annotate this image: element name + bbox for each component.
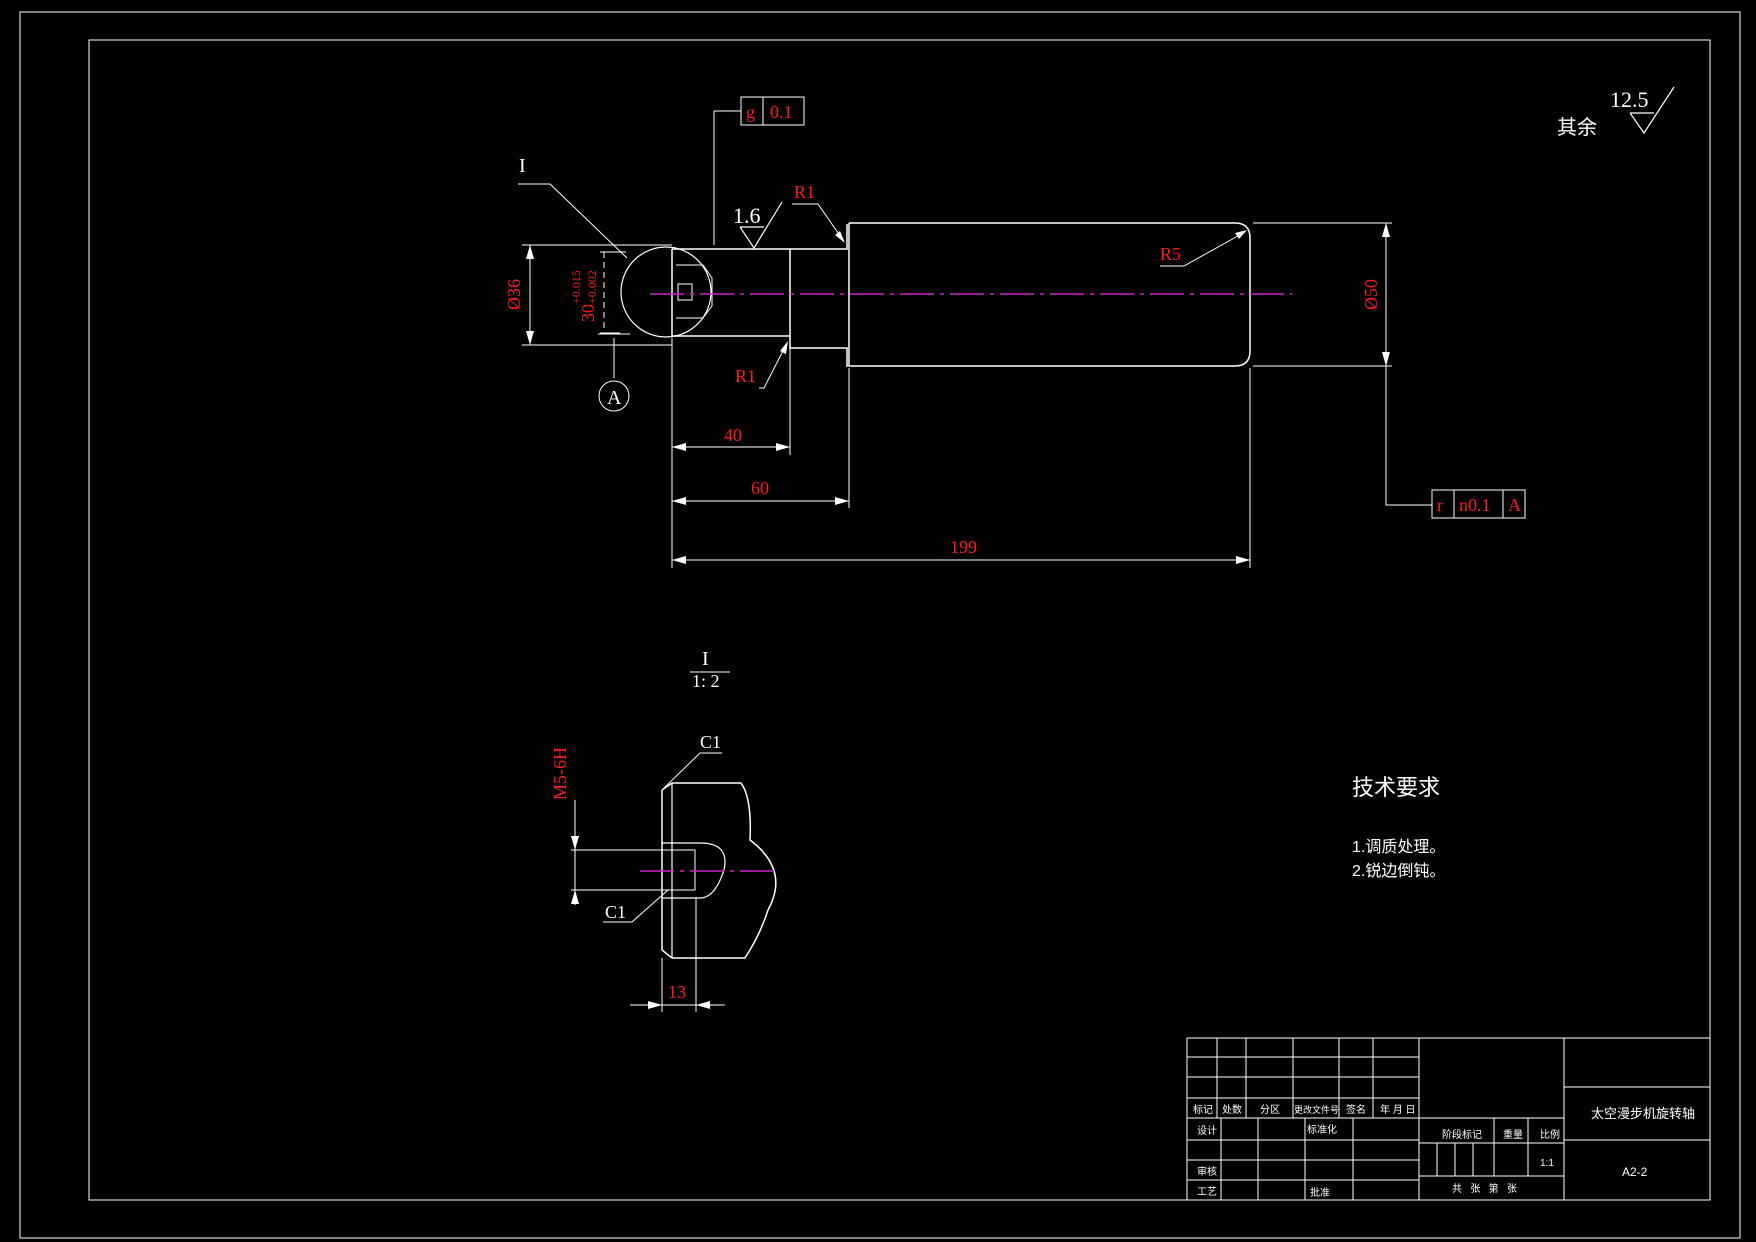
dia36-label: Ø36 bbox=[504, 279, 524, 310]
dia50-label: Ø50 bbox=[1361, 279, 1381, 310]
roughness-face-value: 1.6 bbox=[733, 203, 761, 228]
outer-frame bbox=[19, 11, 1741, 1239]
length-extension-lines bbox=[671, 338, 1251, 568]
tech-item-1: 1.调质处理。 bbox=[1352, 838, 1445, 856]
title-block-cols-upper bbox=[1216, 1038, 1420, 1200]
len199-label: 199 bbox=[950, 537, 977, 557]
tech-title: 技术要求 bbox=[1352, 775, 1440, 800]
small-shaft-outline bbox=[672, 248, 791, 337]
r5-arrow bbox=[1235, 230, 1247, 239]
tb-scale-value: 1:1 bbox=[1540, 1158, 1554, 1169]
r5-leader bbox=[1160, 231, 1246, 267]
drawing-title: 太空漫步机旋转轴 bbox=[1591, 1106, 1695, 1121]
r1-bottom-arrow bbox=[780, 341, 788, 354]
flatness-symbol: g bbox=[746, 102, 755, 122]
roughness-face-symbol-icon bbox=[739, 201, 783, 250]
runout-frame bbox=[1431, 489, 1526, 519]
roughness-rest-label: 其余 bbox=[1557, 116, 1597, 139]
chamfer-top-label: C1 bbox=[700, 732, 721, 752]
title-block-frame bbox=[1186, 1037, 1711, 1201]
dia50-extension-lines bbox=[1253, 222, 1392, 367]
title-block-rows bbox=[1187, 1056, 1419, 1181]
main-view: I Ø36 30 +0.015 +0.002 A g 0.1 1.6 R1 R1 bbox=[504, 96, 1526, 568]
bore-outline bbox=[676, 264, 713, 319]
bore-base-label: 30 bbox=[578, 304, 598, 322]
title-block: 太空漫步机旋转轴 A2-2 标记 处数 分区 更改文件号 签名 年 月 日 设计… bbox=[1186, 1037, 1711, 1201]
thread-label: M5-6H bbox=[550, 747, 570, 800]
len40-label: 40 bbox=[724, 425, 742, 445]
tb-sheets: 共 张 第 张 bbox=[1452, 1182, 1517, 1195]
bore-upper-tolerance: +0.015 bbox=[569, 270, 583, 304]
title-block-right-grid bbox=[1564, 1086, 1710, 1141]
chamfer-bottom-label: C1 bbox=[605, 902, 626, 922]
detail-circle bbox=[620, 246, 712, 338]
detail-scale: 1: 2 bbox=[692, 671, 720, 691]
title-block-middle-grid bbox=[1419, 1038, 1565, 1200]
drawing-number: A2-2 bbox=[1622, 1165, 1648, 1179]
dia36-extension-lines bbox=[522, 244, 672, 346]
runout-symbol: r bbox=[1437, 495, 1443, 515]
depth-arrows bbox=[648, 1001, 710, 1009]
tech-requirements: 技术要求 1.调质处理。 2.锐边倒钝。 bbox=[1352, 775, 1445, 880]
r1-bottom-leader bbox=[759, 344, 787, 389]
tb-design: 设计 bbox=[1197, 1124, 1217, 1137]
tb-sign: 签名 bbox=[1346, 1103, 1366, 1116]
tb-doc: 更改文件号 bbox=[1294, 1104, 1339, 1115]
thread-arrows bbox=[571, 836, 579, 904]
detail-view: I 1: 2 M5-6H C1 C1 13 bbox=[550, 648, 777, 1012]
title-block-cols-lower bbox=[1220, 1118, 1354, 1200]
runout-value: n0.1 bbox=[1459, 495, 1491, 515]
tb-count: 处数 bbox=[1222, 1103, 1242, 1116]
tech-item-2: 2.锐边倒钝。 bbox=[1352, 862, 1445, 880]
detail-name: I bbox=[702, 648, 709, 670]
thread-hole bbox=[677, 283, 693, 301]
runout-datum: A bbox=[1508, 495, 1521, 515]
datum-label: A bbox=[607, 387, 622, 409]
len40-arrows bbox=[672, 443, 790, 451]
r1-top-leader bbox=[792, 203, 844, 241]
r1-top-label: R1 bbox=[794, 182, 815, 202]
tb-weight: 重量 bbox=[1503, 1128, 1523, 1141]
bore-lower-tolerance: +0.002 bbox=[585, 270, 599, 304]
tb-standard: 标准化 bbox=[1307, 1123, 1337, 1136]
r1-bottom-label: R1 bbox=[735, 366, 756, 386]
detail-outline bbox=[672, 782, 777, 959]
len60-label: 60 bbox=[751, 478, 769, 498]
large-shaft-outline bbox=[848, 222, 1251, 367]
roughness-rest-symbol-icon bbox=[1629, 86, 1675, 135]
bore-extension-lines bbox=[600, 251, 626, 334]
roughness-rest-value: 12.5 bbox=[1610, 87, 1649, 112]
detail-ref-leader bbox=[518, 183, 628, 259]
r5-label: R5 bbox=[1160, 244, 1181, 264]
tb-ratio: 比例 bbox=[1540, 1128, 1560, 1141]
tb-process: 工艺 bbox=[1197, 1186, 1217, 1198]
detail-thread bbox=[662, 849, 696, 891]
tb-zone: 分区 bbox=[1260, 1104, 1280, 1116]
roughness-rest: 其余 12.5 bbox=[1557, 86, 1675, 139]
tb-stage: 阶段标记 bbox=[1442, 1128, 1482, 1141]
chamfer-top-leader bbox=[663, 752, 722, 789]
r1-top-arrow bbox=[835, 231, 845, 243]
detail-ref-label: I bbox=[519, 155, 526, 177]
title-block-stage-cells bbox=[1436, 1143, 1474, 1176]
flatness-value: 0.1 bbox=[770, 102, 793, 122]
datum-circle bbox=[598, 380, 630, 412]
depth-label: 13 bbox=[668, 982, 686, 1002]
thread-extension-lines bbox=[571, 849, 662, 891]
inner-frame bbox=[88, 39, 1711, 1201]
depth-extension-lines bbox=[661, 898, 697, 1012]
tb-mark: 标记 bbox=[1193, 1104, 1213, 1116]
tb-review: 审核 bbox=[1197, 1165, 1217, 1178]
chamfer-bottom-leader bbox=[603, 889, 669, 923]
flatness-frame bbox=[740, 96, 805, 126]
tb-approve: 批准 bbox=[1310, 1186, 1330, 1199]
runout-leader bbox=[1385, 366, 1432, 506]
tb-date: 年 月 日 bbox=[1380, 1103, 1416, 1116]
detail-hole-outline bbox=[662, 842, 726, 899]
